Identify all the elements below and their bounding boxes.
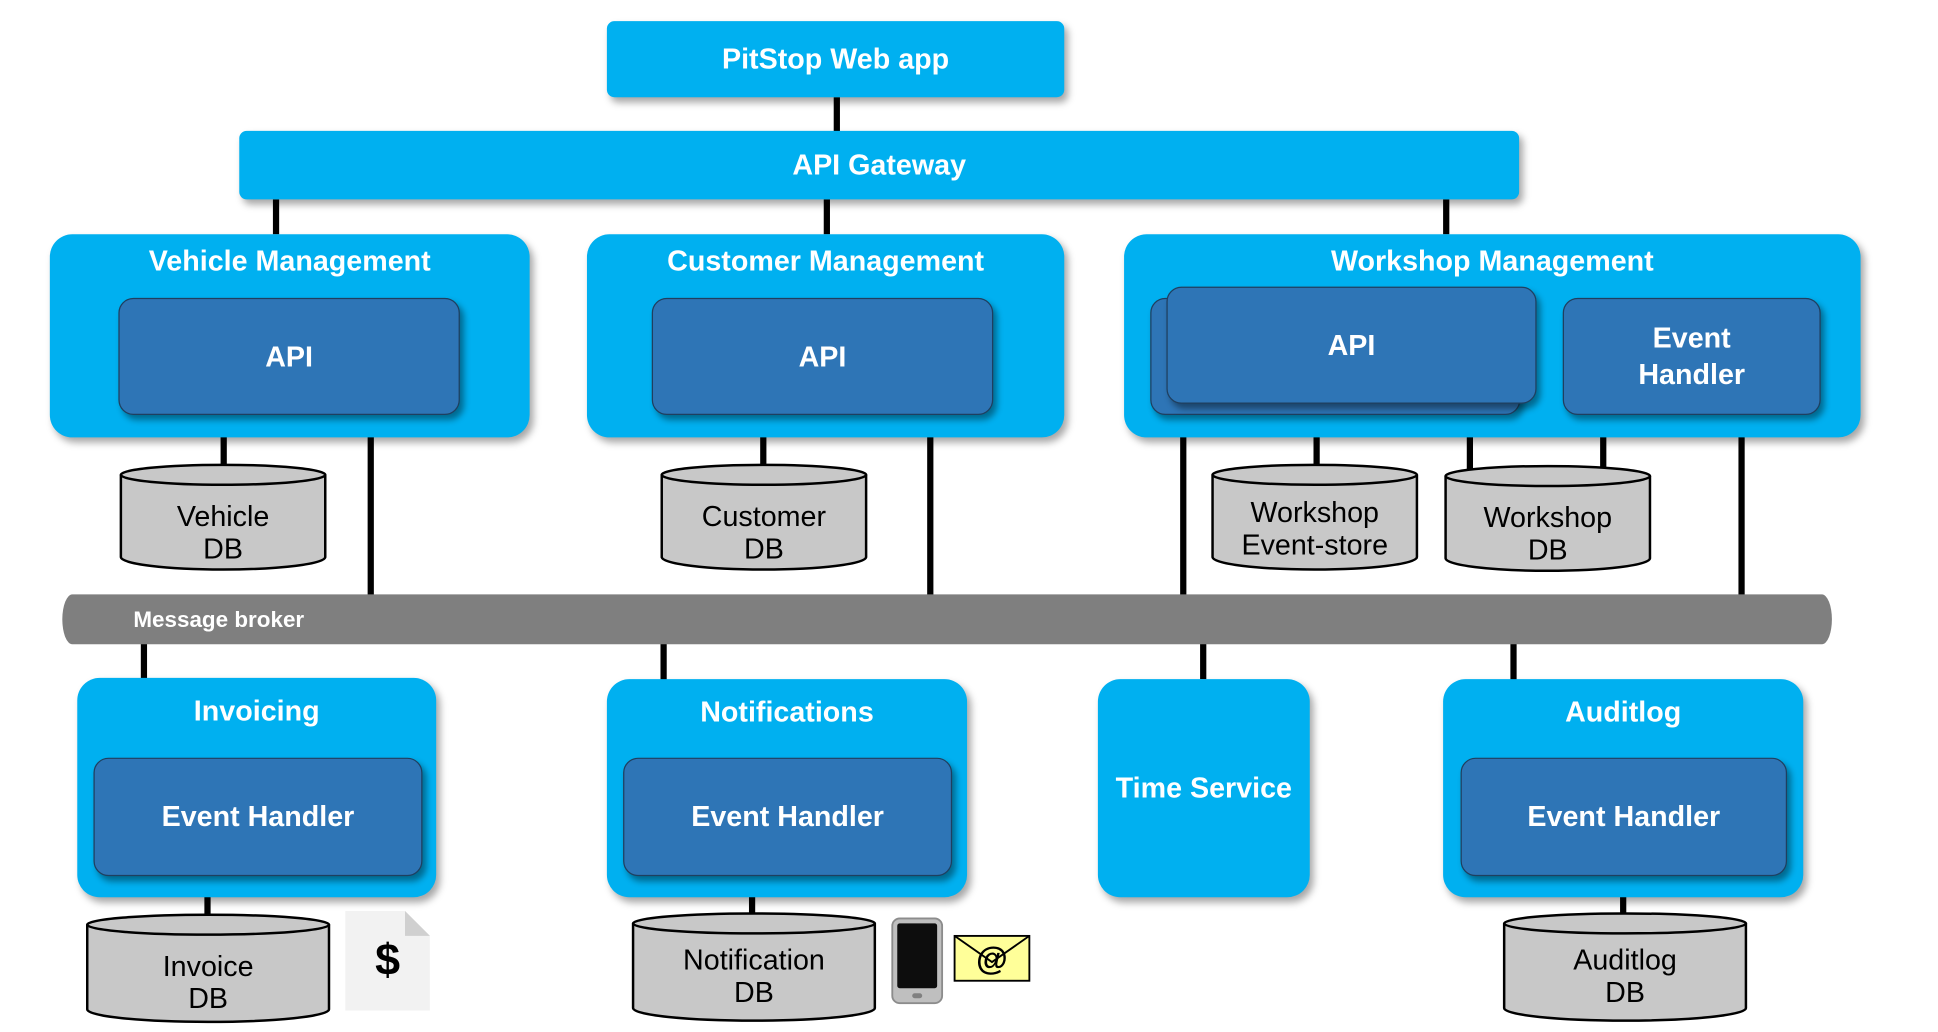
- customer-api-box: API: [651, 297, 994, 415]
- database-cylinder-icon: [119, 463, 327, 571]
- invoice-document: $: [345, 910, 430, 1011]
- api-gateway-bar: API Gateway: [239, 130, 1520, 200]
- mobile-phone: [891, 917, 944, 1005]
- connector-webapp-gateway: [833, 97, 840, 133]
- workshop-eventstore-db: Workshop Event-store: [1210, 462, 1419, 572]
- time-service-title: Time Service: [1115, 771, 1292, 804]
- connector-workshop-broker-left: [1180, 414, 1187, 596]
- database-cylinder-icon: [660, 463, 868, 571]
- message-broker-label: Message broker: [133, 606, 305, 632]
- connector-customer-broker: [927, 414, 934, 596]
- workshop-db-line2: DB: [1527, 533, 1568, 566]
- workshop-handler-line1: Event: [1652, 321, 1731, 354]
- database-cylinder-icon: [1211, 463, 1419, 571]
- connector-workshop-handler-broker: [1738, 411, 1745, 596]
- vehicle-api-box: API: [118, 297, 460, 415]
- workshop-management-title: Workshop Management: [1330, 244, 1654, 277]
- vehicle-management-service: Vehicle Management API: [49, 234, 530, 438]
- connector-workshop-handler-db: [1600, 411, 1607, 469]
- auditlog-db-line1: Auditlog: [1573, 943, 1677, 976]
- connector-gateway-workshop: [1443, 199, 1450, 235]
- notification-db-line2: DB: [734, 975, 774, 1009]
- customer-db-line1: Customer: [701, 499, 827, 533]
- auditlog-title: Auditlog: [1565, 695, 1682, 728]
- database-cylinder-icon: [1444, 464, 1652, 572]
- gateway-label: API Gateway: [792, 148, 967, 181]
- connector-customer-api-db: [760, 411, 767, 472]
- webapp-label: PitStop Web app: [721, 42, 950, 75]
- vehicle-db-line2: DB: [203, 532, 243, 565]
- invoicing-service: Invoicing Event Handler: [77, 677, 437, 898]
- connector-vehicle-api-db: [220, 411, 227, 472]
- invoice-db-line2: DB: [188, 982, 229, 1015]
- notifications-service: Notifications Event Handler: [606, 679, 968, 898]
- workshop-event-handler-box: Event Handler: [1562, 297, 1821, 415]
- notifications-title: Notifications: [700, 695, 874, 728]
- email-envelope-icon: [953, 934, 1031, 982]
- invoice-document-icon: [345, 910, 430, 1011]
- invoice-db-line1: Invoice: [162, 949, 254, 983]
- invoicing-event-handler-box: Event Handler: [93, 757, 423, 877]
- connector-vehicle-broker: [367, 414, 374, 596]
- workshop-db: Workshop DB: [1443, 464, 1652, 574]
- customer-management-title: Customer Management: [667, 244, 985, 277]
- database-cylinder-icon: [1502, 912, 1748, 1022]
- database-cylinder-icon: [631, 912, 877, 1022]
- time-service: Time Service: [1097, 679, 1310, 898]
- customer-management-service: Customer Management API: [586, 234, 1065, 438]
- auditlog-db-line2: DB: [1605, 975, 1645, 1009]
- workshop-db-line1: Workshop: [1483, 500, 1613, 534]
- invoicing-title: Invoicing: [193, 694, 320, 727]
- customer-db-line2: DB: [744, 532, 784, 565]
- workshop-handler-line2: Handler: [1638, 357, 1746, 391]
- database-cylinder-icon: [85, 913, 331, 1024]
- auditlog-service: Auditlog Event Handler: [1443, 679, 1804, 898]
- invoice-db: Invoice DB: [85, 912, 332, 1024]
- customer-db: Customer DB: [659, 462, 868, 572]
- dollar-symbol: $: [375, 933, 401, 985]
- at-symbol: @: [976, 939, 1008, 978]
- vehicle-db-line1: Vehicle: [176, 499, 270, 533]
- pitstop-webapp-box: PitStop Web app: [606, 21, 1065, 98]
- message-broker-pipe: Message broker: [62, 594, 1832, 645]
- connector-workshop-api-db: [1466, 414, 1474, 470]
- connector-broker-time: [1200, 641, 1207, 680]
- notification-db: Notification DB: [631, 911, 878, 1023]
- workshop-eventstore-line1: Workshop: [1250, 495, 1379, 529]
- workshop-management-service: Workshop Management API Event Handler: [1124, 234, 1861, 438]
- notifications-event-handler-box: Event Handler: [623, 757, 953, 877]
- mobile-phone-icon: [891, 917, 944, 1005]
- workshop-eventstore-line2: Event-store: [1241, 528, 1389, 561]
- connector-gateway-vehicle: [272, 199, 280, 235]
- email-envelope: @: [953, 934, 1031, 982]
- vehicle-management-title: Vehicle Management: [148, 244, 431, 277]
- vehicle-db: Vehicle DB: [118, 462, 327, 572]
- auditlog-db: Auditlog DB: [1502, 911, 1749, 1023]
- notification-db-line1: Notification: [683, 943, 825, 976]
- connector-gateway-customer: [823, 199, 830, 235]
- workshop-api-box: API: [1166, 286, 1537, 404]
- auditlog-event-handler-box: Event Handler: [1460, 757, 1788, 877]
